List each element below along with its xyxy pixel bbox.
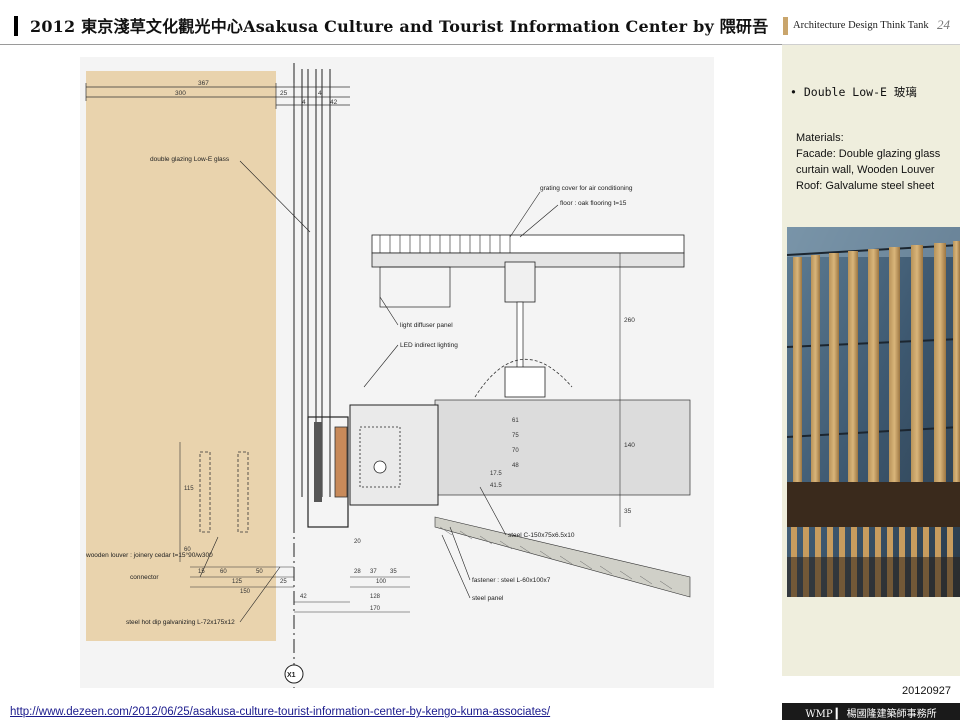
wooden-louver (86, 71, 276, 641)
page-number: 24 (937, 17, 950, 32)
dim-label: 128 (370, 594, 381, 600)
dim-label: 42 (330, 99, 338, 106)
title-divider (0, 44, 782, 45)
grid-marker-label: X1 (287, 672, 296, 679)
title-bar: 2012 東京淺草文化觀光中心Asakusa Culture and Touri… (0, 0, 782, 44)
label-steel-c: steel C-150x75x6.5x10 (508, 532, 575, 539)
label-grating: grating cover for air conditioning (540, 185, 633, 192)
label-louver: wooden louver : joinery cedar t=15°90/w3… (85, 551, 213, 559)
section-drawing: 367 300 25 4 4 42 double glazing Low-E g… (80, 57, 714, 688)
dim-label: 25 (280, 579, 287, 585)
dim-label: 42 (300, 594, 307, 600)
materials-line: curtain wall, Wooden Louver (796, 164, 935, 176)
dim-label: 125 (232, 579, 243, 585)
label-floor: floor : oak flooring t=15 (560, 200, 627, 207)
dim-label: 50 (256, 569, 263, 575)
materials-line: Facade: Double glazing glass (796, 148, 941, 160)
dim-label: 15 (198, 569, 205, 575)
dim-label: 367 (198, 80, 209, 87)
dim-label: 17.5 (490, 471, 502, 477)
source-link[interactable]: http://www.dezeen.com/2012/06/25/asakusa… (10, 706, 551, 718)
dim-label: 28 (354, 569, 361, 575)
dim-label: 70 (512, 448, 519, 454)
side-heading: • Double Low-E 玻璃 (790, 85, 917, 99)
dim-label: 150 (240, 589, 251, 595)
dim-label: 140 (624, 442, 635, 449)
footer-brand: WMP ▎ 楊國隆建築師事務所 (805, 709, 937, 720)
label-led: LED indirect lighting (400, 342, 458, 349)
materials-line: Roof: Galvalume steel sheet (796, 180, 935, 192)
dim-label: 4 (302, 99, 306, 106)
label-connector: connector (130, 574, 159, 581)
date-stamp: 20120927 (902, 685, 951, 697)
materials-line: Materials: (796, 132, 844, 144)
footer-brand-bar: WMP ▎ 楊國隆建築師事務所 (782, 703, 960, 720)
grid-marker (284, 664, 304, 684)
label-diffuser: light diffuser panel (400, 322, 453, 329)
dim-label: 300 (175, 90, 186, 97)
materials-list: Materials: Facade: Double glazing glass … (796, 130, 956, 194)
dim-label: 60 (220, 569, 227, 575)
dim-label: 25 (280, 90, 288, 97)
dim-label: 48 (512, 463, 519, 469)
section-drawing-svg: 367 300 25 4 4 42 double glazing Low-E g… (80, 57, 714, 688)
label-steel-panel: steel panel (472, 595, 504, 602)
dim-label: 37 (370, 569, 377, 575)
dim-label: 100 (376, 579, 387, 585)
dim-label: 35 (624, 508, 632, 515)
page-title: 2012 東京淺草文化觀光中心Asakusa Culture and Touri… (30, 17, 769, 36)
dim-label: 115 (184, 486, 194, 492)
dim-label: 61 (512, 418, 519, 424)
dim-label: 75 (512, 433, 519, 439)
dim-label: 35 (390, 569, 397, 575)
label-glass: double glazing Low-E glass (150, 156, 230, 163)
facade-photo-image (787, 227, 960, 597)
tagline-divider (782, 44, 960, 45)
tagline-marker (783, 17, 788, 35)
dim-label: 20 (354, 539, 361, 545)
tagline: Architecture Design Think Tank (793, 20, 929, 31)
dim-label: 4 (318, 90, 322, 97)
label-steel-hot: steel hot dip galvanizing L-72x175x12 (126, 619, 235, 626)
title-marker (14, 16, 18, 36)
dim-label: 260 (624, 317, 635, 324)
dim-label: 170 (370, 606, 381, 612)
label-fastener: fastener : steel L-60x100x7 (472, 577, 551, 584)
dim-label: 60 (184, 547, 191, 553)
dim-label: 41.5 (490, 483, 502, 489)
concrete-slab (434, 399, 691, 496)
facade-photo (787, 227, 960, 597)
